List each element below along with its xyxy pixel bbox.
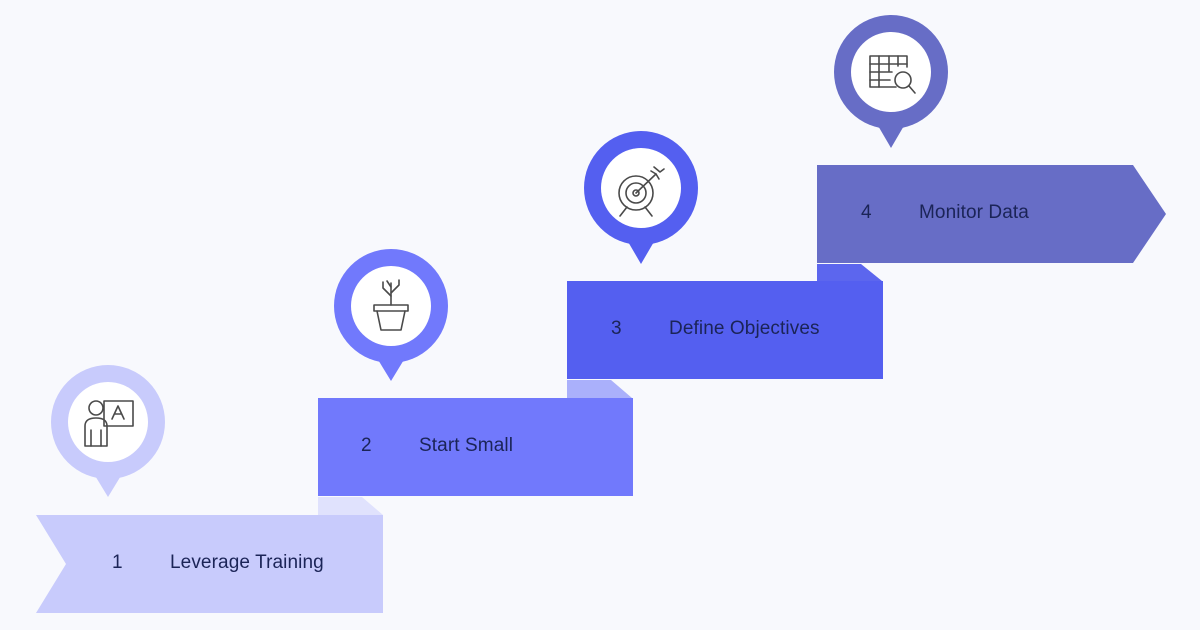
step-number-4: 4 [861, 202, 872, 223]
step-ribbon-4 [817, 165, 1166, 263]
pin-marker-2 [334, 249, 448, 381]
pin-marker-3 [584, 131, 698, 264]
step-label-1: 1 Leverage Training [112, 552, 324, 574]
potted-plant-icon [373, 279, 409, 331]
fold-connector-2-3 [567, 380, 632, 398]
fold-connector-1-2 [318, 497, 383, 515]
step-ribbon-3 [567, 281, 883, 379]
step-title-3: Define Objectives [669, 318, 820, 339]
step-title-1: Leverage Training [170, 552, 324, 573]
step-label-2: 2 Start Small [361, 435, 513, 457]
fold-connector-3-4 [817, 264, 882, 281]
pin-marker-4 [834, 15, 948, 148]
step-number-2: 2 [361, 435, 372, 456]
step-label-4: 4 Monitor Data [861, 202, 1029, 224]
target-arrow-icon [618, 166, 665, 217]
step-title-4: Monitor Data [919, 202, 1029, 223]
teacher-board-icon [84, 400, 134, 447]
table-search-icon [869, 55, 916, 94]
step-number-3: 3 [611, 318, 622, 339]
step-label-3: 3 Define Objectives [611, 318, 820, 340]
step-ribbon-1 [36, 515, 383, 613]
pin-marker-1 [51, 365, 165, 497]
step-number-1: 1 [112, 552, 123, 573]
step-ribbon-2 [318, 398, 633, 496]
step-title-2: Start Small [419, 435, 514, 456]
